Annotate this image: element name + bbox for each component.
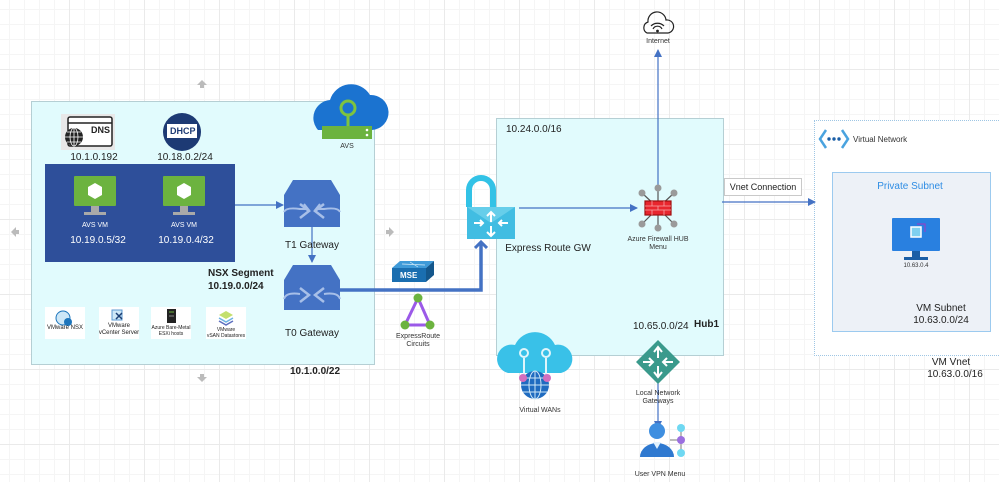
canvas-handle-right-icon[interactable]	[386, 227, 394, 237]
vm-subnet-cidr: 10.63.0.0/24	[913, 315, 969, 326]
dhcp-ip-label: 10.18.0.2/24	[157, 152, 213, 163]
hub-cidr-bottom: 10.65.0.0/24	[633, 321, 689, 332]
virtual-network-icon	[818, 129, 850, 149]
dns-ip-label: 10.1.0.192	[70, 152, 118, 163]
virtual-wans-label: Virtual WANs	[519, 407, 561, 414]
user-vpn-label: User VPN Menu	[634, 471, 686, 478]
firewall-label-2: Menu	[649, 244, 667, 251]
vmware-nsx-icon	[45, 307, 85, 339]
local-network-gateways-label-1: Local Network	[635, 390, 681, 397]
vnet-connection-label[interactable]: Vnet Connection	[724, 178, 802, 196]
product-vcenter-label-2: vCenter Server	[98, 330, 140, 336]
avs-cloud-icon	[313, 84, 389, 139]
avs-cidr-label: 10.1.0.0/22	[290, 366, 341, 377]
expressroute-circuits-label-2: Circuits	[406, 341, 430, 348]
avs-vm-icon	[163, 176, 205, 215]
private-subnet-title: Private Subnet	[877, 181, 943, 192]
canvas-handle-up-icon[interactable]	[197, 80, 207, 88]
azure-bare-metal-icon	[151, 307, 191, 339]
user-vpn-icon[interactable]	[640, 423, 685, 457]
azure-firewall-icon[interactable]	[638, 184, 678, 232]
azure-vm-icon[interactable]	[892, 218, 940, 260]
dns-text: DNS	[91, 125, 111, 135]
hub-cidr-top: 10.24.0.0/16	[506, 124, 562, 135]
avs-vm-1-label: AVS VM	[82, 222, 108, 229]
internet-cloud-icon[interactable]	[643, 11, 675, 34]
firewall-label-1: Azure Firewall HUB	[627, 236, 689, 243]
t1-gateway-icon[interactable]	[283, 180, 341, 227]
t0-gateway-label: T0 Gateway	[285, 328, 339, 339]
connector-t0-to-expressroute-gw[interactable]	[340, 242, 481, 292]
t1-gateway-label: T1 Gateway	[285, 240, 339, 251]
product-bare-metal-label-2: ESXi hosts	[158, 331, 184, 337]
mse-switch-icon[interactable]	[392, 261, 434, 282]
canvas-handle-down-icon[interactable]	[197, 374, 207, 382]
local-network-gateway-icon[interactable]	[636, 340, 680, 384]
product-bare-metal-label-1: Azure Bare-Metal	[151, 325, 191, 331]
avs-label: AVS	[340, 143, 354, 150]
product-vsan-label-1: VMware	[216, 327, 236, 333]
vmware-vcenter-icon	[99, 307, 139, 339]
hub-name: Hub1	[694, 319, 719, 330]
virtual-wans-icon[interactable]	[497, 332, 573, 400]
avs-vm-1-ip: 10.19.0.5/32	[70, 235, 126, 246]
vm-subnet-label: VM Subnet	[916, 303, 966, 314]
vm-vnet-label: VM Vnet	[931, 357, 971, 368]
vmware-vsan-icon	[206, 307, 246, 339]
internet-label: Internet	[646, 38, 670, 45]
product-vmware-nsx-label: VMware NSX	[46, 325, 84, 331]
virtual-network-title: Virtual Network	[853, 135, 908, 144]
vm-vnet-cidr: 10.63.0.0/16	[927, 369, 983, 380]
dns-icon	[61, 114, 115, 150]
nsx-segment-cidr: 10.19.0.0/24	[208, 281, 264, 292]
avs-vm-2-ip: 10.19.0.4/32	[158, 235, 214, 246]
avs-vm-icon	[74, 176, 116, 215]
avs-vm-2-label: AVS VM	[171, 222, 197, 229]
dhcp-text: DHCP	[170, 126, 196, 136]
dhcp-icon	[163, 113, 201, 151]
product-vsan-label-2: vSAN Datastores	[206, 333, 246, 339]
nsx-segment-title: NSX Segment	[208, 268, 274, 279]
product-vcenter-label-1: VMware	[107, 323, 131, 329]
local-network-gateways-label-2: Gateways	[642, 398, 674, 405]
vm-ip-label: 10.63.0.4	[903, 263, 929, 269]
canvas-handle-left-icon[interactable]	[11, 227, 19, 237]
private-subnet-zone[interactable]	[832, 172, 991, 332]
t0-gateway-icon[interactable]	[283, 265, 341, 310]
expressroute-gw-label: Express Route GW	[505, 243, 591, 254]
expressroute-circuits-label-1: ExpressRoute	[396, 333, 440, 340]
expressroute-gateway-icon[interactable]	[466, 175, 515, 239]
expressroute-circuits-icon[interactable]	[400, 293, 435, 330]
mse-label: MSE	[400, 271, 418, 280]
hub-zone[interactable]	[496, 118, 724, 356]
